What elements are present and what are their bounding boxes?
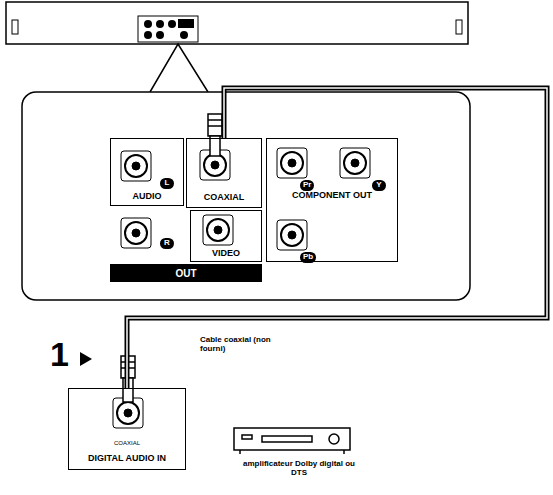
callout-leader xyxy=(150,44,208,92)
cable-outline xyxy=(127,88,547,388)
node-text: AUDIO xyxy=(133,192,162,202)
out-band: OUT xyxy=(110,264,262,282)
audio-box: AUDIO xyxy=(110,138,184,206)
channel-letter: Pb xyxy=(300,252,316,263)
channel-letter: Pr xyxy=(300,180,314,191)
player-foot xyxy=(456,20,462,34)
device-caption: amplificateur Dolby digital ou DTS xyxy=(234,460,364,478)
digital-audio-in-box: COAXIAL DIGITAL AUDIO IN xyxy=(68,388,186,470)
node-text: DIGITAL AUDIO IN xyxy=(88,454,166,464)
cable-core xyxy=(127,88,547,388)
channel-letter: R xyxy=(160,238,174,249)
channel-letter: L xyxy=(160,178,174,189)
amplifier xyxy=(234,428,350,454)
node-text: COAXIAL xyxy=(204,193,245,203)
player-foot xyxy=(12,20,18,34)
component-box: COMPONENT OUT xyxy=(266,138,398,262)
connector-panel xyxy=(22,92,470,300)
node-text: COAXIAL xyxy=(114,440,140,447)
node-text: OUT xyxy=(175,268,196,279)
coax-cable xyxy=(127,88,547,388)
channel-letter: Y xyxy=(372,180,386,191)
rear-ports xyxy=(138,16,198,42)
coax-plug xyxy=(121,114,222,402)
coaxial-box: COAXIAL xyxy=(186,138,262,208)
rca-jacks xyxy=(113,148,370,428)
video-box: VIDEO xyxy=(190,210,262,262)
node-text: COMPONENT OUT xyxy=(292,191,372,201)
edge-label: Cable coaxial (non fourni) xyxy=(200,336,280,354)
player-body xyxy=(6,2,468,44)
callout-number: 1 xyxy=(50,336,69,373)
step-arrow xyxy=(80,352,92,366)
node-text: VIDEO xyxy=(212,249,240,259)
